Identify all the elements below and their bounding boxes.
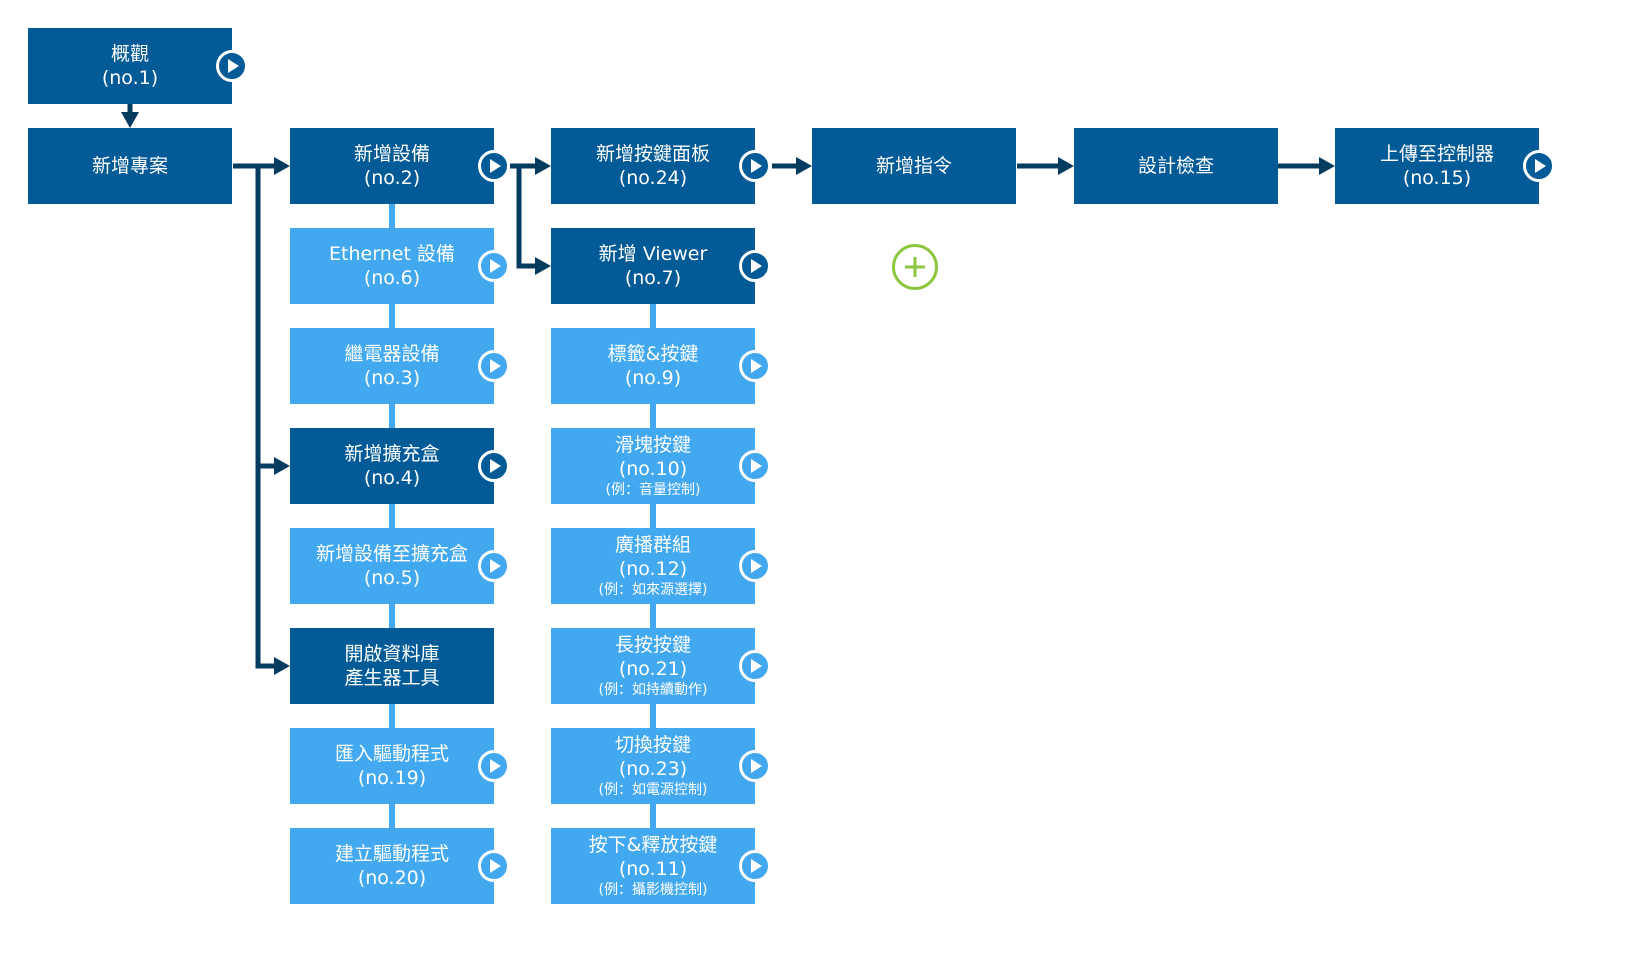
node-title: 按下&釋放按鍵 bbox=[588, 834, 718, 856]
node-title: 新增 Viewer bbox=[598, 243, 708, 265]
play-circle-icon[interactable] bbox=[216, 50, 248, 82]
arrow-head bbox=[274, 457, 290, 475]
node-title: 新增擴充盒 bbox=[344, 443, 440, 465]
node-title: 匯入驅動程式 bbox=[334, 743, 449, 765]
node-add-viewer[interactable]: 新增 Viewer(no.7) bbox=[551, 228, 755, 304]
arrow-head bbox=[535, 157, 551, 175]
node-upload-controller[interactable]: 上傳至控制器(no.15) bbox=[1335, 128, 1539, 204]
play-circle-icon[interactable] bbox=[739, 150, 771, 182]
play-circle-icon[interactable] bbox=[478, 450, 510, 482]
node-open-db-tool[interactable]: 開啟資料庫產生器工具 bbox=[290, 628, 494, 704]
node-new-project[interactable]: 新增專案 bbox=[28, 128, 232, 204]
node-number: (no.20) bbox=[357, 867, 427, 889]
node-add-expansion-box[interactable]: 新增擴充盒(no.4) bbox=[290, 428, 494, 504]
node-add-device-to-box[interactable]: 新增設備至擴充盒(no.5) bbox=[290, 528, 494, 604]
node-title: 新增設備至擴充盒 bbox=[315, 543, 468, 565]
arrow-head bbox=[274, 657, 290, 675]
node-example: (例：如電源控制) bbox=[598, 782, 708, 798]
node-title: 產生器工具 bbox=[344, 667, 440, 689]
connector-line bbox=[516, 166, 537, 269]
node-number: (no.7) bbox=[624, 267, 682, 289]
node-add-device[interactable]: 新增設備(no.2) bbox=[290, 128, 494, 204]
node-press-release[interactable]: 按下&釋放按鍵(no.11) (例：攝影機控制) bbox=[551, 828, 755, 904]
node-number: (no.21) bbox=[618, 658, 688, 680]
play-circle-icon[interactable] bbox=[1523, 150, 1555, 182]
node-example: (例：音量控制) bbox=[605, 482, 701, 498]
node-add-keypad[interactable]: 新增按鍵面板(no.24) bbox=[551, 128, 755, 204]
node-ethernet-device[interactable]: Ethernet 設備(no.6) bbox=[290, 228, 494, 304]
node-number: (no.2) bbox=[363, 167, 421, 189]
play-circle-icon[interactable] bbox=[478, 350, 510, 382]
node-relay-device[interactable]: 繼電器設備(no.3) bbox=[290, 328, 494, 404]
node-number: (no.3) bbox=[363, 367, 421, 389]
node-add-command[interactable]: 新增指令 bbox=[812, 128, 1016, 204]
play-circle-icon[interactable] bbox=[478, 550, 510, 582]
node-title: 長按按鍵 bbox=[614, 634, 691, 656]
node-number: (no.24) bbox=[618, 167, 688, 189]
node-title: 新增按鍵面板 bbox=[595, 143, 710, 165]
node-number: (no.4) bbox=[363, 467, 421, 489]
arrow-head bbox=[274, 157, 290, 175]
node-number: (no.23) bbox=[618, 758, 688, 780]
node-title: 新增專案 bbox=[91, 155, 168, 177]
node-number: (no.6) bbox=[363, 267, 421, 289]
play-circle-icon[interactable] bbox=[739, 250, 771, 282]
node-title: 切換按鍵 bbox=[614, 734, 691, 756]
connector-line bbox=[389, 204, 395, 828]
node-title: 廣播群組 bbox=[614, 534, 691, 556]
node-design-check[interactable]: 設計檢查 bbox=[1074, 128, 1278, 204]
play-circle-icon[interactable] bbox=[739, 850, 771, 882]
node-number: (no.15) bbox=[1402, 167, 1472, 189]
connector-line bbox=[255, 166, 276, 669]
node-long-press[interactable]: 長按按鍵(no.21) (例：如持續動作) bbox=[551, 628, 755, 704]
node-title: 新增指令 bbox=[875, 155, 952, 177]
node-title: 開啟資料庫 bbox=[344, 643, 440, 665]
plus-circle-icon[interactable] bbox=[892, 244, 938, 290]
arrow-head bbox=[796, 157, 812, 175]
node-number: (no.19) bbox=[357, 767, 427, 789]
node-title: 繼電器設備 bbox=[344, 343, 440, 365]
play-circle-icon[interactable] bbox=[739, 650, 771, 682]
node-number: (no.10) bbox=[618, 458, 688, 480]
node-title: 標籤&按鍵 bbox=[607, 343, 699, 365]
node-title: 上傳至控制器 bbox=[1379, 143, 1494, 165]
node-example: (例：如持續動作) bbox=[598, 682, 708, 698]
node-title: 新增設備 bbox=[353, 143, 430, 165]
node-label-button[interactable]: 標籤&按鍵(no.9) bbox=[551, 328, 755, 404]
play-circle-icon[interactable] bbox=[478, 150, 510, 182]
arrow-head bbox=[535, 257, 551, 275]
node-example: (例：如來源選擇) bbox=[598, 582, 708, 598]
node-title: 滑塊按鍵 bbox=[614, 434, 691, 456]
node-example: (例：攝影機控制) bbox=[598, 882, 708, 898]
node-broadcast-group[interactable]: 廣播群組(no.12) (例：如來源選擇) bbox=[551, 528, 755, 604]
node-number: (no.11) bbox=[618, 858, 688, 880]
node-overview[interactable]: 概觀(no.1) bbox=[28, 28, 232, 104]
arrow-head bbox=[1319, 157, 1335, 175]
node-number: (no.12) bbox=[618, 558, 688, 580]
play-circle-icon[interactable] bbox=[478, 250, 510, 282]
node-import-driver[interactable]: 匯入驅動程式(no.19) bbox=[290, 728, 494, 804]
node-title: 建立驅動程式 bbox=[334, 843, 449, 865]
node-title: 概觀 bbox=[110, 43, 149, 65]
arrow-head bbox=[121, 112, 139, 128]
play-circle-icon[interactable] bbox=[739, 550, 771, 582]
node-create-driver[interactable]: 建立驅動程式(no.20) bbox=[290, 828, 494, 904]
arrow-head bbox=[1058, 157, 1074, 175]
play-circle-icon[interactable] bbox=[739, 750, 771, 782]
node-slider-button[interactable]: 滑塊按鍵(no.10) (例：音量控制) bbox=[551, 428, 755, 504]
node-number: (no.5) bbox=[363, 567, 421, 589]
node-number: (no.1) bbox=[101, 67, 159, 89]
play-circle-icon[interactable] bbox=[478, 850, 510, 882]
play-circle-icon[interactable] bbox=[739, 450, 771, 482]
node-title: Ethernet 設備 bbox=[329, 243, 455, 265]
node-number: (no.9) bbox=[624, 367, 682, 389]
node-toggle-button[interactable]: 切換按鍵(no.23) (例：如電源控制) bbox=[551, 728, 755, 804]
node-title: 設計檢查 bbox=[1137, 155, 1214, 177]
play-circle-icon[interactable] bbox=[739, 350, 771, 382]
play-circle-icon[interactable] bbox=[478, 750, 510, 782]
